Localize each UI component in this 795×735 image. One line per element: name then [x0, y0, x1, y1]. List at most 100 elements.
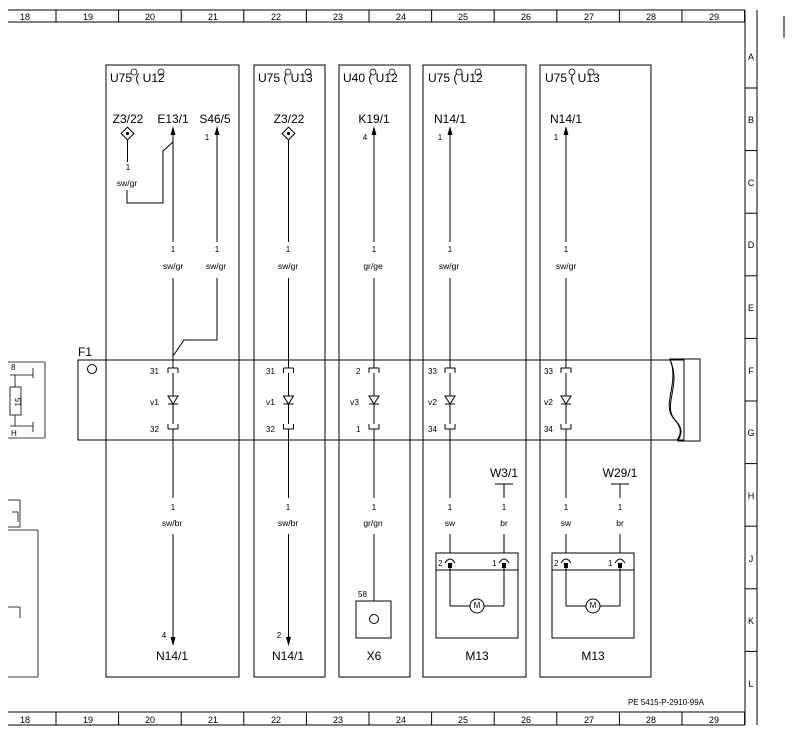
bottom-component-label: N14/1: [156, 649, 188, 663]
col-label: 28: [646, 12, 656, 22]
row-label: K: [748, 616, 754, 626]
connector-diode-group: [368, 367, 380, 430]
connector-pin: 32: [150, 425, 159, 434]
col-label: 20: [145, 715, 155, 725]
sensor-diamond-icon: [120, 126, 135, 141]
wire-number: 1: [171, 503, 176, 512]
ground-label: W3/1: [490, 466, 518, 480]
bottom-pin-number: 2: [277, 631, 282, 640]
wire-color: sw/gr: [206, 261, 226, 271]
wire-color: sw/br: [278, 518, 298, 528]
wires-upper: [126, 128, 567, 368]
col-label: 23: [333, 715, 343, 725]
top-component-label: N14/1: [550, 112, 582, 126]
col-label: 20: [145, 12, 155, 22]
wire-color: gr/gn: [363, 518, 383, 528]
wire-color: sw/gr: [278, 261, 298, 271]
diode-label: v2: [544, 397, 553, 407]
wire-number: 1: [502, 503, 507, 512]
col-label: 19: [83, 715, 93, 725]
row-label: J: [749, 554, 754, 564]
wire-color: br: [500, 518, 508, 528]
col-label: 25: [458, 715, 468, 725]
row-label: E: [748, 303, 754, 313]
row-label: D: [748, 240, 755, 250]
frame: [8, 9, 785, 726]
col-label: 18: [20, 12, 30, 22]
col-label: 24: [396, 12, 406, 22]
wire-number: 1: [286, 245, 291, 254]
top-component-label: Z3/22: [113, 112, 144, 126]
wire-number: 1: [372, 503, 377, 512]
module-name: U75 ( U12: [428, 71, 483, 85]
diode-label: v2: [428, 397, 437, 407]
motor-component: [435, 552, 519, 639]
col-label: 26: [521, 715, 531, 725]
fuse-label: 15: [14, 397, 23, 406]
wire-color: sw/br: [162, 518, 182, 528]
wire-color: sw/gr: [556, 261, 576, 271]
diode-label: v1: [150, 397, 159, 407]
top-pin-number: 1: [126, 163, 131, 172]
connector-pin: 1: [356, 425, 361, 434]
motor-symbol: M: [474, 601, 481, 610]
module-name: U75 ( U13: [258, 71, 313, 85]
arrow-up-icon: [170, 126, 569, 135]
sensor-diamond-icon: [281, 126, 296, 141]
wire-number: 1: [564, 245, 569, 254]
wires-lower: [172, 429, 621, 640]
top-component-label: Z3/22: [274, 112, 305, 126]
wire-color: sw/gr: [117, 178, 137, 188]
col-label: 24: [396, 715, 406, 725]
connector-pin: 33: [428, 367, 437, 376]
motor-component: [551, 552, 635, 639]
connector-pin: 2: [356, 367, 361, 376]
side-pin-label: 8: [11, 363, 16, 372]
col-label: 22: [271, 12, 281, 22]
col-label: 22: [271, 715, 281, 725]
top-component-label: N14/1: [434, 112, 466, 126]
connector-diode-group: [444, 367, 456, 430]
motor-symbol: M: [590, 601, 597, 610]
row-label: G: [747, 428, 754, 438]
connector-diode-group: [560, 367, 572, 430]
wire-number: 1: [215, 245, 220, 254]
bus-label: F1: [78, 345, 92, 359]
document-id: PE 5415-P-2910-99A: [628, 698, 705, 707]
bottom-component-label: M13: [465, 649, 489, 663]
bottom-component-label: M13: [581, 649, 605, 663]
connector-pin: 31: [266, 367, 275, 376]
motor-icon: [585, 598, 601, 614]
col-label: 29: [709, 12, 719, 22]
wire-number: 1: [618, 503, 623, 512]
motor-pin: 2: [554, 559, 559, 568]
col-label: 21: [208, 715, 218, 725]
row-label: F: [748, 366, 754, 376]
row-label: H: [748, 491, 755, 501]
col-label: 29: [709, 715, 719, 725]
connector-pin: 34: [428, 425, 437, 434]
motor-pin: 1: [608, 559, 613, 568]
module-box: [253, 64, 326, 678]
wire-number: 1: [171, 245, 176, 254]
module-name: U75 ( U12: [110, 71, 165, 85]
wire-number: 1: [564, 503, 569, 512]
col-label: 27: [584, 12, 594, 22]
bus-mount-icon: [87, 364, 97, 374]
wire-color: sw/gr: [163, 261, 183, 271]
top-component-label: E13/1: [157, 112, 189, 126]
motor-pin: 2: [438, 559, 443, 568]
module-name: U75 ( U13: [545, 71, 600, 85]
top-pin-number: 1: [205, 133, 210, 142]
col-label: 23: [333, 12, 343, 22]
bottom-component-label: N14/1: [272, 649, 304, 663]
module-marks: [130, 68, 595, 76]
wire-number: 1: [286, 503, 291, 512]
motor-icon: [469, 598, 485, 614]
wire-color: sw: [445, 518, 456, 528]
top-component-label: K19/1: [358, 112, 390, 126]
top-pin-number: 4: [363, 133, 368, 142]
connector-pin: 32: [266, 425, 275, 434]
wire-number: 1: [448, 503, 453, 512]
